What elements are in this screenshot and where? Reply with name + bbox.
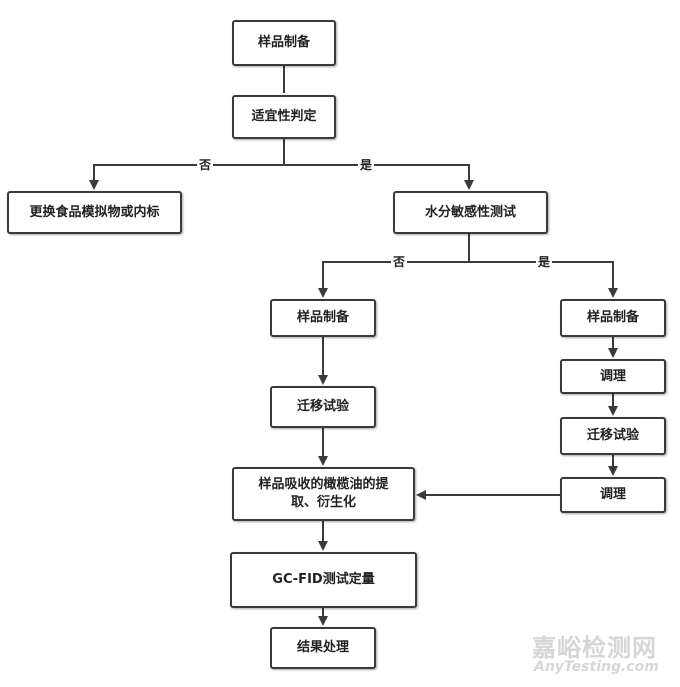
- node-migration-right: 迁移试验: [560, 417, 666, 455]
- node-sample-prep-top: 样品制备: [232, 20, 336, 66]
- node-sample-prep-left: 样品制备: [270, 299, 376, 337]
- node-result: 结果处理: [270, 627, 376, 669]
- node-sample-prep-right: 样品制备: [560, 299, 666, 337]
- edge-label-yes-2: 是: [536, 255, 553, 269]
- line-water-yes: [469, 261, 618, 298]
- watermark-en: AnyTesting.com: [534, 659, 659, 675]
- node-conditioning-1: 调理: [560, 359, 666, 394]
- node-extraction: 样品吸收的橄榄油的提取、衍生化: [232, 467, 415, 521]
- node-water-sensitivity: 水分敏感性测试: [393, 191, 548, 234]
- edge-label-no-1: 否: [197, 158, 214, 172]
- line-suitability-no: [89, 139, 285, 190]
- node-migration-left: 迁移试验: [270, 386, 376, 428]
- node-gc-fid: GC-FID测试定量: [230, 552, 417, 608]
- node-suitability: 适宜性判定: [232, 95, 336, 139]
- line-suitability-yes: [284, 164, 474, 190]
- watermark-cn: 嘉峪检测网: [532, 634, 657, 662]
- node-replace-simulant: 更换食品模拟物或内标: [7, 191, 182, 234]
- edge-label-yes-1: 是: [358, 158, 375, 172]
- edge-label-no-2: 否: [391, 255, 408, 269]
- node-conditioning-2: 调理: [560, 477, 666, 513]
